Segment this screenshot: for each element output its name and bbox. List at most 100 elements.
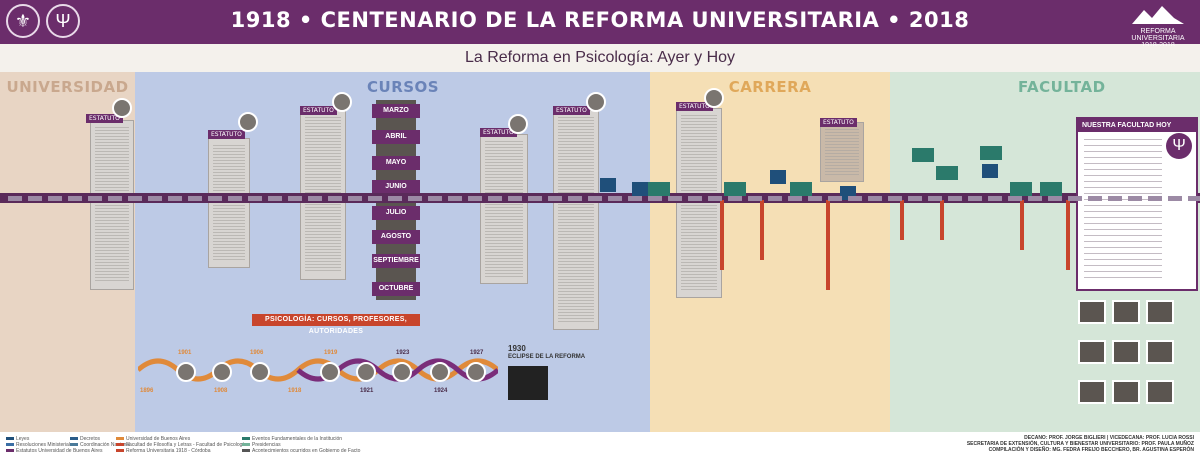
credit-line: DECANO: PROF. JORGE BIGLIERI | VICEDECAN… (1024, 435, 1194, 441)
timeline-tick (368, 196, 382, 201)
wave-year: 1918 (288, 388, 302, 394)
legend-item: Universidad de Buenos Aires (116, 436, 190, 442)
carrera-bar (720, 200, 724, 270)
facultad-bar (940, 200, 944, 240)
timeline-tick (488, 196, 502, 201)
timeline-tick (828, 196, 842, 201)
event-box (648, 182, 670, 196)
professor-photo (430, 362, 450, 382)
timeline-tick (48, 196, 62, 201)
facultad-bar (1066, 200, 1070, 270)
poster-subtitle: La Reforma en Psicología: Ayer y Hoy (0, 46, 1200, 70)
professor-photo (176, 362, 196, 382)
eclipse-year: 1930 (508, 344, 526, 353)
timeline-tick (1028, 196, 1042, 201)
timeline-tick (1008, 196, 1022, 201)
timeline-tick (528, 196, 542, 201)
event-box (724, 182, 746, 196)
month-label: SEPTIEMBRE (372, 254, 420, 268)
timeline-tick (1108, 196, 1122, 201)
timeline-tick (508, 196, 522, 201)
timeline-tick (1168, 196, 1182, 201)
legend-item: Acontecimientos ocurridos en Gobierno de… (242, 448, 360, 454)
timeline-tick (888, 196, 902, 201)
timeline-tick (328, 196, 342, 201)
wave-year: 1923 (396, 350, 410, 356)
gallery-photo (1112, 380, 1140, 404)
timeline-tick (388, 196, 402, 201)
section-title: CURSOS (367, 78, 440, 96)
poster-title: 1918 • CENTENARIO DE LA REFORMA UNIVERSI… (230, 8, 970, 32)
section-title: FACULTAD (1018, 78, 1106, 96)
carrera-bar (826, 200, 830, 290)
eclipse-label: ECLIPSE DE LA REFORMA (508, 354, 586, 360)
event-box (912, 148, 934, 162)
timeline-tick (748, 196, 762, 201)
month-label: OCTUBRE (372, 282, 420, 296)
estatuto-document (480, 134, 528, 284)
event-box (790, 182, 812, 196)
psychology-logo-icon: Ψ (46, 4, 80, 38)
footer: Leyes Resoluciones Ministeriales Estatut… (0, 432, 1200, 457)
wave-year: 1901 (178, 350, 192, 356)
timeline-tick (408, 196, 422, 201)
legend-item: Estatutos Universidad de Buenos Aires (6, 448, 102, 454)
professor-photo (356, 362, 376, 382)
gallery-photo (1146, 300, 1174, 324)
estatuto-tag: ESTATUTO (208, 130, 245, 139)
wave-year: 1927 (470, 350, 484, 356)
estatuto-tag: ESTATUTO (820, 118, 857, 127)
timeline-tick (668, 196, 682, 201)
facultad-bar (1020, 200, 1024, 250)
timeline-tick (1188, 196, 1200, 201)
gallery-photo (1112, 300, 1140, 324)
timeline-tick (808, 196, 822, 201)
timeline-tick (28, 196, 42, 201)
wave-year: 1908 (214, 388, 228, 394)
portrait-photo (508, 114, 528, 134)
timeline-tick (8, 196, 22, 201)
legend-item: Leyes (6, 436, 29, 442)
credit-line: SECRETARIA DE EXTENSIÓN, CULTURA Y BIENE… (966, 441, 1194, 447)
timeline-tick (208, 196, 222, 201)
estatuto-document (208, 138, 250, 268)
section-title: UNIVERSIDAD (6, 78, 129, 96)
credit-line: COMPILACIÓN Y DISEÑO: MG. FEDRA FREIJO B… (988, 447, 1194, 453)
portrait-photo (112, 98, 132, 118)
timeline-tick (228, 196, 242, 201)
facultad-bar (900, 200, 904, 240)
month-label: JULIO (372, 206, 420, 220)
timeline-tick (848, 196, 862, 201)
legend-item: Coordinación Nacional (70, 442, 130, 448)
legend-item: Presidencias (242, 442, 281, 448)
timeline-tick (588, 196, 602, 201)
legend-item: Reforma Universitaria 1918 - Córdoba (116, 448, 210, 454)
timeline-tick (968, 196, 982, 201)
mountain-logo-icon (1132, 6, 1184, 24)
timeline-tick (448, 196, 462, 201)
timeline-tick (988, 196, 1002, 201)
timeline-tick (788, 196, 802, 201)
estatuto-document (553, 110, 599, 330)
header-bar: ⚜ Ψ 1918 • CENTENARIO DE LA REFORMA UNIV… (0, 0, 1200, 49)
university-seal-icon: ⚜ (6, 4, 40, 38)
timeline-tick (168, 196, 182, 201)
timeline-tick (88, 196, 102, 201)
portrait-photo (704, 88, 724, 108)
psi-icon: Ψ (1166, 133, 1192, 159)
gallery-photo (1078, 340, 1106, 364)
professor-photo (466, 362, 486, 382)
timeline-tick (768, 196, 782, 201)
timeline-tick (928, 196, 942, 201)
cursos-banner: PSICOLOGÍA: CURSOS, PROFESORES, AUTORIDA… (252, 314, 420, 335)
timeline-tick (308, 196, 322, 201)
estatuto-tag: ESTATUTO (676, 102, 713, 111)
estatuto-tag: ESTATUTO (300, 106, 337, 115)
ley-box (600, 178, 616, 192)
timeline-tick (1128, 196, 1142, 201)
gallery-photo (1146, 380, 1174, 404)
timeline-tick (708, 196, 722, 201)
legend-item: Eventos Fundamentales de la Institución (242, 436, 342, 442)
legend-item: Facultad de Filosofía y Letras - Faculta… (116, 442, 247, 448)
timeline-tick (468, 196, 482, 201)
